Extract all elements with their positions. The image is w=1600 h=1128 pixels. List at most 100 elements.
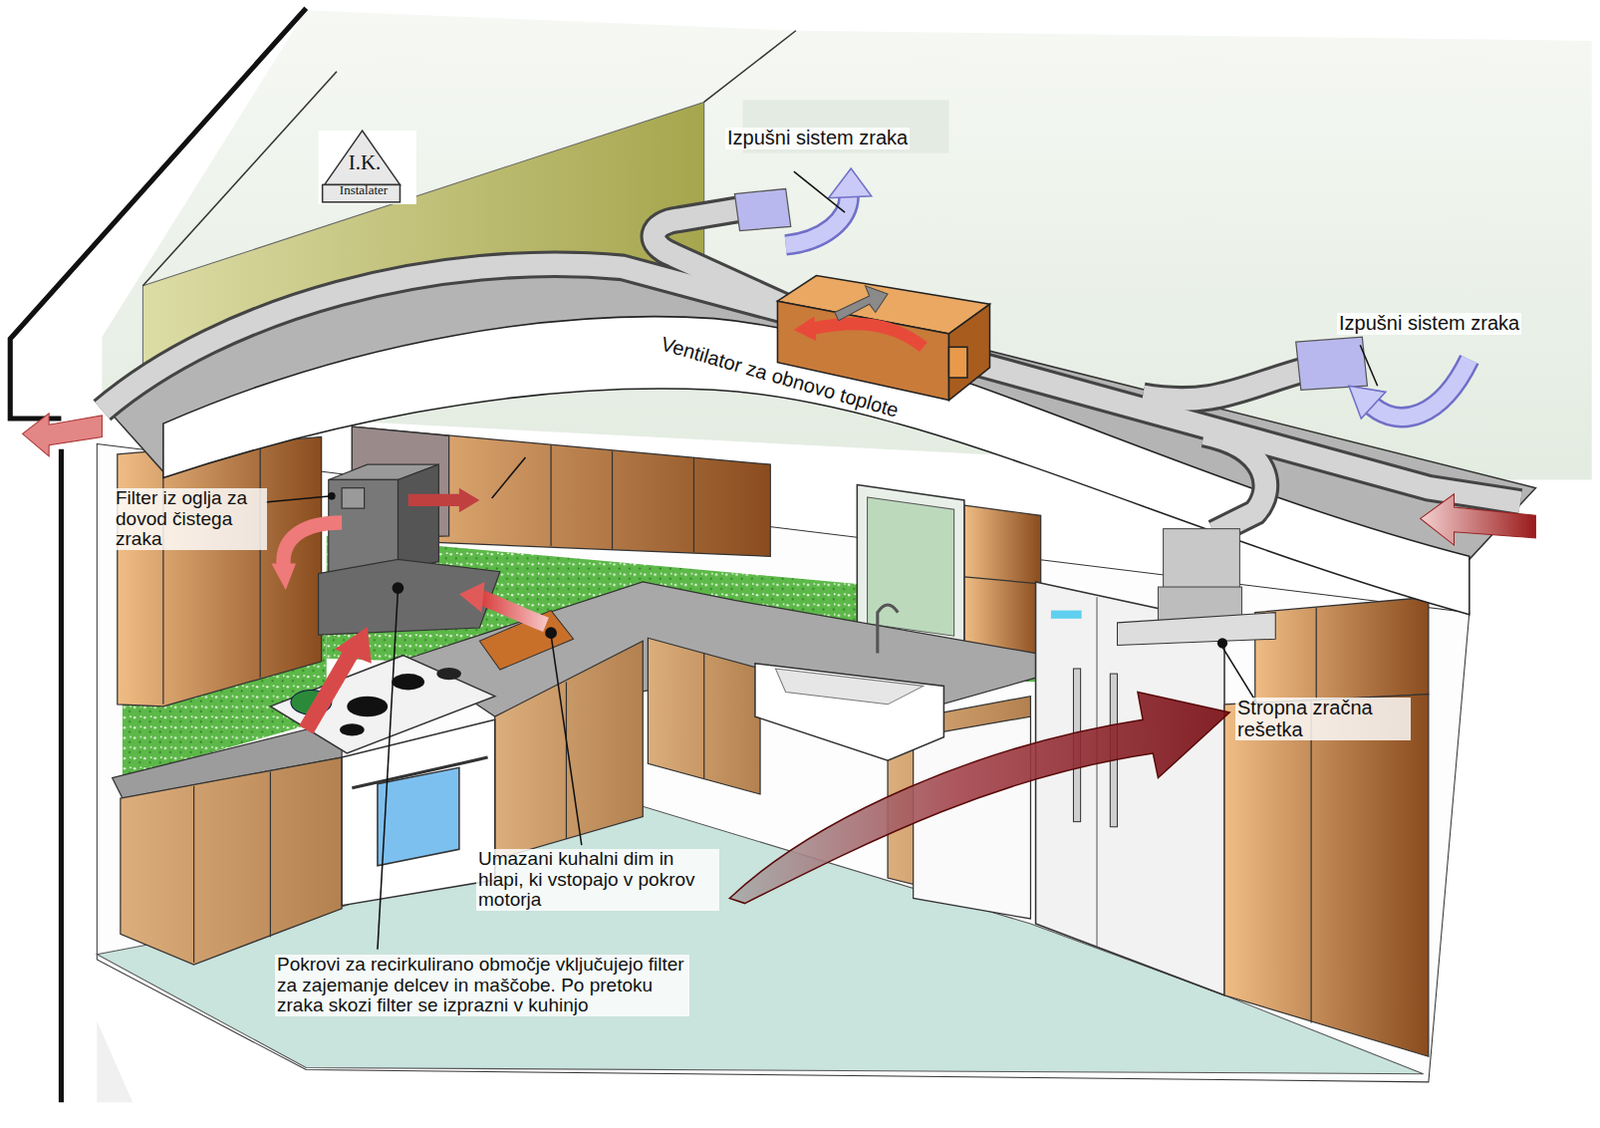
heat-recovery-unit xyxy=(949,346,968,378)
air-duct xyxy=(101,264,786,411)
upper-cabinets xyxy=(1255,596,1429,705)
upper-cabinets xyxy=(964,576,1042,584)
stove xyxy=(269,655,495,754)
upper-cabinets xyxy=(964,505,1042,659)
tall-cabinets xyxy=(1310,700,1312,1024)
exhaust-vent xyxy=(734,189,1367,391)
leader-line xyxy=(265,171,1377,950)
logo-text: I.K. xyxy=(334,151,395,175)
lower-cabinets xyxy=(269,771,271,937)
logo xyxy=(318,130,417,205)
callout-label: Filter iz oglja za dovod čistega zraka xyxy=(113,488,267,550)
exhaust-vent xyxy=(734,189,791,232)
leader-line xyxy=(545,627,556,638)
lower-cabinets xyxy=(565,681,567,839)
exhaust-vent xyxy=(1296,336,1368,390)
air-duct xyxy=(1142,369,1307,400)
callout-label: Umazani kuhalni dim in hlapi, ki vstopaj… xyxy=(476,848,720,911)
air-duct xyxy=(1204,433,1267,533)
air-arrow xyxy=(1420,494,1537,545)
lower-cabinets xyxy=(703,653,705,780)
exhaust-arrow xyxy=(786,168,1470,419)
callout-label: Izpušni sistem zraka xyxy=(1336,312,1522,335)
air-duct xyxy=(954,357,1521,503)
air-arrow xyxy=(282,522,342,566)
upper-cabinets xyxy=(549,445,551,546)
fridge xyxy=(1051,610,1082,619)
stove xyxy=(346,696,388,717)
air-duct xyxy=(1204,433,1267,533)
upper-cabinets xyxy=(117,436,322,706)
lower-cabinets xyxy=(495,640,644,859)
exhaust-arrow xyxy=(786,196,850,246)
fridge xyxy=(1096,596,1098,947)
air-duct xyxy=(1116,612,1276,646)
air-duct xyxy=(1217,637,1228,648)
leader-line xyxy=(377,589,398,950)
window xyxy=(856,485,965,649)
stove xyxy=(351,757,488,789)
tall-cabinets xyxy=(1224,694,1429,1058)
leader-line xyxy=(1359,344,1377,386)
air-duct xyxy=(101,209,1521,534)
exhaust-arrow xyxy=(786,196,850,246)
sink xyxy=(755,604,944,761)
stove xyxy=(341,719,496,905)
lower-cabinets xyxy=(193,786,195,963)
window xyxy=(856,485,965,649)
sink xyxy=(775,668,924,705)
attic-wall xyxy=(142,71,337,286)
attic-wall xyxy=(704,30,797,103)
air-arrow xyxy=(834,285,888,321)
range-hood xyxy=(341,488,365,509)
stove xyxy=(436,667,462,680)
kitchen-illustration xyxy=(9,7,1593,1102)
tall-cabinets xyxy=(1224,694,1429,1058)
air-arrow xyxy=(408,494,462,507)
leader-line xyxy=(492,457,527,499)
heat-recovery-unit xyxy=(949,303,991,400)
exhaust-arrow xyxy=(1348,385,1386,419)
exhaust-arrow xyxy=(1372,359,1470,418)
air-arrow xyxy=(459,488,480,514)
air-duct xyxy=(101,209,1521,534)
air-arrow xyxy=(459,581,486,613)
logo xyxy=(318,130,417,205)
upper-cabinets xyxy=(611,451,613,549)
upper-cabinets xyxy=(693,457,695,552)
component-label: Ventilator za obnovo toplote xyxy=(656,332,903,423)
stove xyxy=(377,767,460,865)
air-arrow xyxy=(305,651,352,731)
lower-cabinets xyxy=(647,637,761,795)
air-duct xyxy=(101,209,1521,648)
upper-cabinets xyxy=(1316,607,1318,701)
exhaust-arrow xyxy=(828,168,872,199)
upper-cabinets xyxy=(260,442,262,679)
lower-cabinets xyxy=(112,581,1037,965)
sink xyxy=(755,663,944,761)
leader-line xyxy=(550,634,582,845)
callout-label: Izpušni sistem zraka xyxy=(725,127,910,150)
air-arrow xyxy=(22,285,1537,731)
exhaust-arrow xyxy=(1372,359,1470,418)
range-hood xyxy=(318,558,501,635)
leader-line xyxy=(392,582,403,593)
callout-label: Stropna zračna rešetka xyxy=(1235,697,1411,741)
ceiling xyxy=(101,260,1536,614)
leader-line xyxy=(794,171,845,213)
air-arrow xyxy=(270,562,296,590)
lower-cabinets xyxy=(120,757,342,965)
air-duct xyxy=(101,264,786,411)
air-arrow xyxy=(479,596,546,625)
room xyxy=(96,1020,133,1102)
air-arrow xyxy=(334,626,372,664)
air-duct xyxy=(954,357,1521,503)
wall-outline xyxy=(58,449,64,1103)
range-hood xyxy=(318,464,501,635)
stove xyxy=(339,723,365,736)
sink xyxy=(877,604,898,654)
leader-line xyxy=(265,496,332,503)
air-duct xyxy=(1142,369,1307,400)
